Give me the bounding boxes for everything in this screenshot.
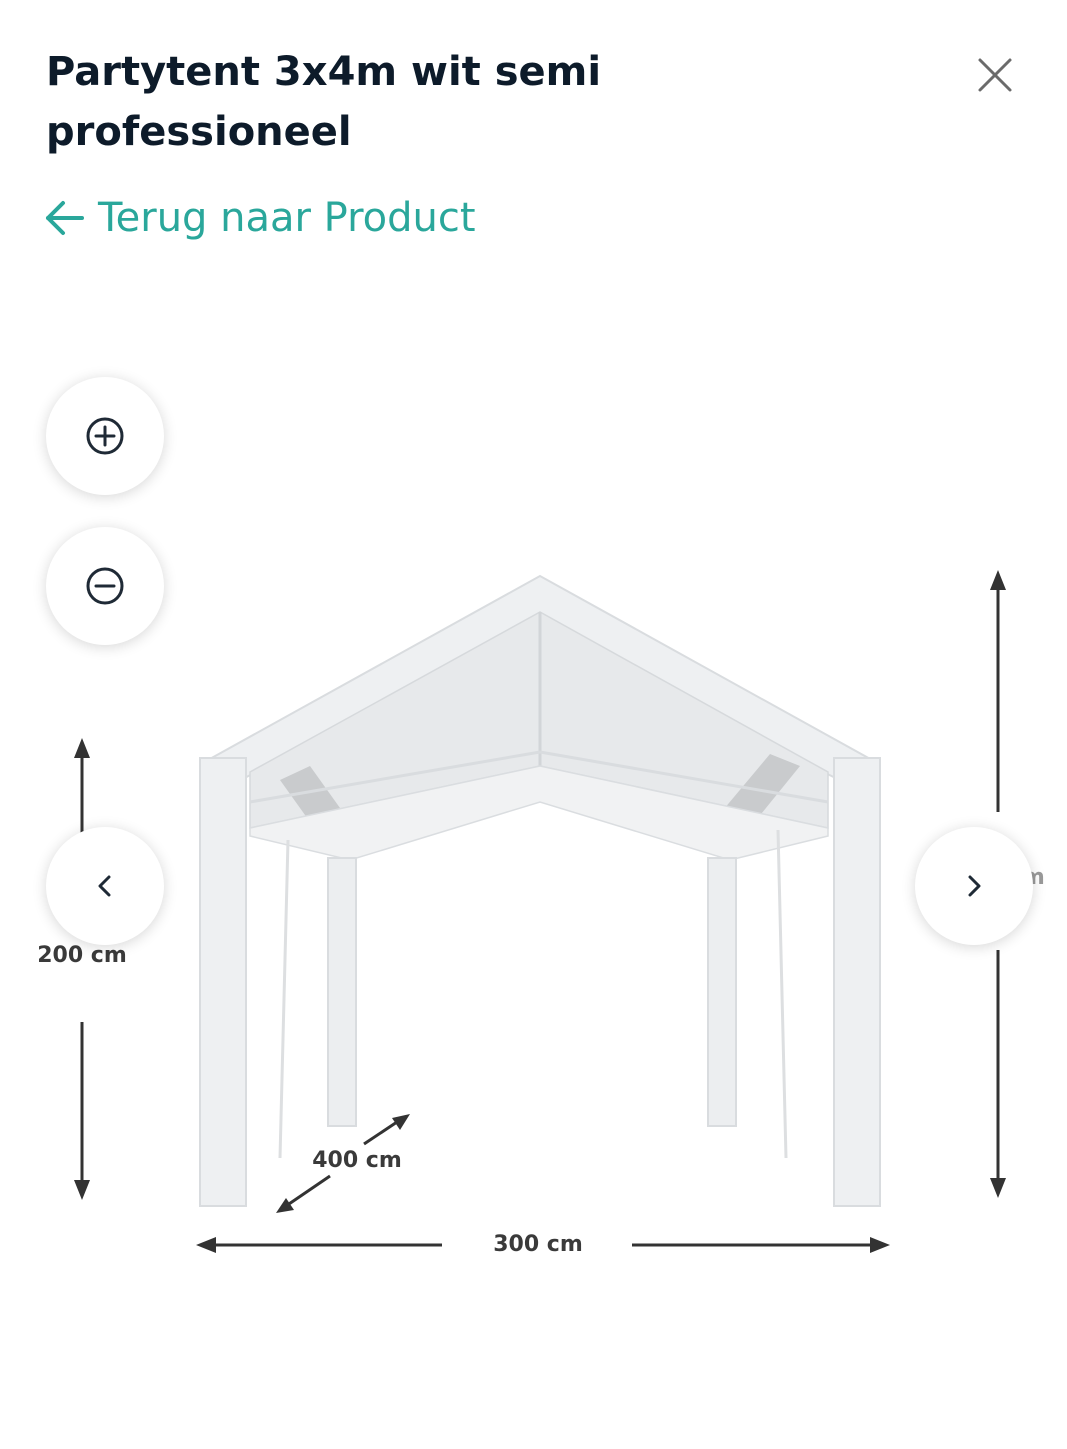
close-icon — [978, 58, 1012, 92]
previous-image-button[interactable] — [46, 827, 164, 945]
height-200-label: 200 cm — [37, 943, 127, 968]
depth-400-label: 400 cm — [312, 1148, 402, 1173]
height-200-dimension: 200 cm — [37, 738, 127, 1200]
zoom-out-button[interactable] — [46, 527, 164, 645]
chevron-left-icon — [98, 875, 111, 897]
depth-400-dimension: 400 cm — [276, 1114, 410, 1213]
arrow-left-icon — [46, 201, 84, 235]
back-to-product-link[interactable]: Terug naar Product — [42, 190, 476, 246]
page-title: Partytent 3x4m wit semi professioneel — [46, 49, 602, 155]
width-300-label: 300 cm — [493, 1232, 583, 1257]
product-image: 200 cm 280 cm 400 cm 300 cm — [0, 540, 1067, 1300]
zoom-in-button[interactable] — [46, 377, 164, 495]
close-button[interactable] — [968, 48, 1022, 102]
back-link-label: Terug naar Product — [98, 195, 476, 241]
width-300-dimension: 300 cm — [196, 1232, 890, 1257]
chevron-right-icon — [968, 875, 981, 897]
zoom-in-icon — [86, 417, 124, 455]
tent-illustration: 200 cm 280 cm 400 cm 300 cm — [37, 570, 1045, 1257]
next-image-button[interactable] — [915, 827, 1033, 945]
zoom-out-icon — [86, 567, 124, 605]
